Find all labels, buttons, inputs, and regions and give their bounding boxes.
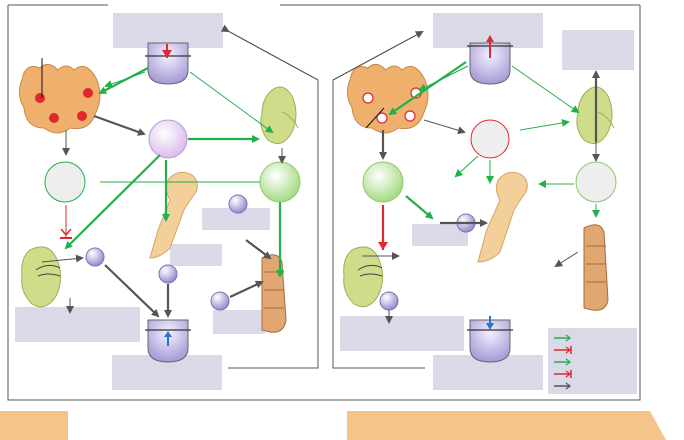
right-top-side-label-box xyxy=(562,30,634,70)
legend-inhibit-arrowhead-1 xyxy=(565,346,571,354)
left-bone2-label-box xyxy=(170,244,222,266)
legend-box xyxy=(548,328,637,394)
right-parathyroid-gland-icon xyxy=(346,64,429,134)
right-calcium-ion-icon-2 xyxy=(379,291,399,311)
right-arrows xyxy=(332,31,600,324)
left-calcium-ion-icon-2 xyxy=(158,264,178,284)
right-bone-icon xyxy=(477,171,528,263)
right-panel xyxy=(332,13,637,394)
left-empty-circle xyxy=(44,161,86,203)
left-bone-icon xyxy=(149,171,198,259)
left-calcium-ion-icon-3 xyxy=(210,291,230,311)
right-kidney-bottom-icon xyxy=(343,246,384,308)
right-blood-calcium-cup-icon xyxy=(467,35,513,85)
left-blood-calcium-cup-icon xyxy=(145,42,191,85)
right-hormone-circle xyxy=(362,161,404,203)
left-kidney-bottom-icon xyxy=(21,246,62,308)
right-top-label-box xyxy=(433,13,543,48)
legend-other-arrowhead-4 xyxy=(565,382,571,390)
left-calcium-ion-icon-1 xyxy=(85,247,105,267)
legend-stimulate-arrowhead-2 xyxy=(565,358,571,366)
right-bone-label-box xyxy=(412,224,468,246)
left-parathyroid-gland-icon xyxy=(18,58,101,134)
left-arrows xyxy=(41,24,319,318)
left-kidney-top-icon xyxy=(260,86,299,145)
left-intestine-icon xyxy=(261,254,287,333)
right-empty-circle xyxy=(470,119,510,159)
footer-left-band xyxy=(0,411,68,440)
frame-lines xyxy=(7,4,641,401)
right-intestine-icon xyxy=(583,224,609,311)
right-blood-calcium-cup-bottom-icon xyxy=(467,316,513,363)
legend-inhibit-arrowhead-3 xyxy=(565,370,571,378)
left-calcitriol-circle xyxy=(259,161,301,203)
left-intestine-label-box xyxy=(213,310,265,334)
left-top-label-box xyxy=(113,13,223,48)
footer-right-band xyxy=(347,411,666,440)
left-bone-label-box xyxy=(202,208,270,230)
left-hormone-circle xyxy=(148,119,188,159)
left-panel xyxy=(15,13,319,390)
left-parathyroid-label-box xyxy=(15,307,140,342)
right-empty-circle-2 xyxy=(575,161,617,203)
legend-stimulate-arrowhead-0 xyxy=(565,334,571,342)
left-blood-calcium-cup-bottom-icon xyxy=(145,319,191,363)
legend xyxy=(554,334,572,390)
left-calcium-ion-icon-4 xyxy=(228,194,248,214)
right-kidney-label-box xyxy=(340,316,464,351)
